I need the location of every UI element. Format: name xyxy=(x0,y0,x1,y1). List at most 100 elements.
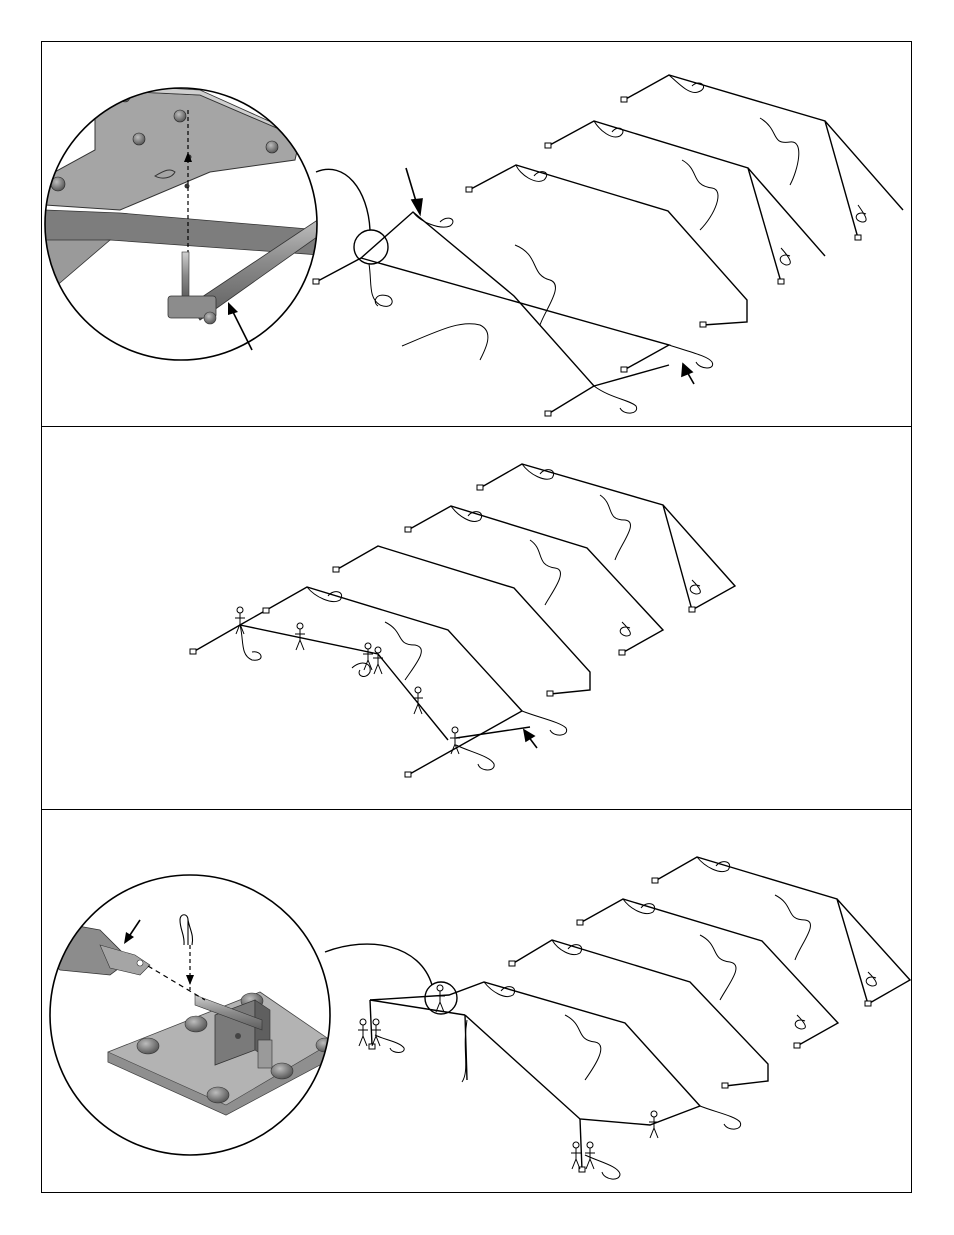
frame-arch-3 xyxy=(580,899,838,1046)
arrow-head xyxy=(524,730,534,741)
tent-frame-3 xyxy=(370,857,910,1170)
bolt-icon xyxy=(266,141,278,153)
frame-arch-4 xyxy=(655,857,910,1004)
callout-arrows-1 xyxy=(406,168,694,384)
base-plate xyxy=(855,235,861,240)
rope-coil xyxy=(669,345,713,368)
guy-ropes-2 xyxy=(240,464,700,770)
bolt-icon xyxy=(207,1087,229,1103)
rope-coil xyxy=(456,745,494,770)
base-plate xyxy=(700,322,706,327)
base-plate xyxy=(333,567,339,572)
rope-wave xyxy=(760,118,799,185)
frame-arch-2 xyxy=(336,546,590,694)
rope-wave xyxy=(530,540,560,605)
rope-wave xyxy=(682,160,718,230)
rope-coil xyxy=(413,212,453,227)
bolt-icon xyxy=(133,133,145,145)
rope-coil xyxy=(623,899,655,914)
rope-wave xyxy=(600,495,630,560)
base-plate xyxy=(313,279,319,284)
guy-ropes-3 xyxy=(375,857,876,1179)
rope-coil xyxy=(795,1015,805,1029)
base-plates-1 xyxy=(313,97,861,416)
frame-arch-1 xyxy=(370,982,700,1125)
base-plate xyxy=(545,143,551,148)
workers xyxy=(235,607,460,754)
panel-2 xyxy=(190,464,735,777)
frame-rail-front xyxy=(240,625,448,740)
detail-view-1 xyxy=(40,85,348,360)
callout-arrows-2 xyxy=(524,730,537,748)
detail-leader-line xyxy=(325,944,432,985)
worker-figure xyxy=(363,643,373,670)
base-plate xyxy=(619,650,625,655)
frame-arch-3 xyxy=(548,121,825,256)
panel-1 xyxy=(40,75,903,416)
base-plate xyxy=(477,485,483,490)
frame-arch-4 xyxy=(480,464,735,610)
base-plate xyxy=(865,1001,871,1006)
base-plate xyxy=(405,527,411,532)
base-plate xyxy=(547,691,553,696)
bolt-icon xyxy=(137,1038,159,1054)
rope-wave xyxy=(515,245,555,325)
base-plate xyxy=(621,97,627,102)
frame-rail-front xyxy=(370,1000,465,1015)
worker-figure xyxy=(358,1019,368,1046)
frame-leg xyxy=(370,1000,372,1045)
rope-wave xyxy=(775,895,810,960)
base-plate xyxy=(621,367,627,372)
base-plate xyxy=(794,1043,800,1048)
locking-pin xyxy=(182,252,189,298)
base-plate xyxy=(190,649,196,654)
tent-frame-2 xyxy=(193,464,735,775)
bolt-icon xyxy=(271,1063,293,1079)
detail-target-circle xyxy=(354,230,388,264)
detail-view-3 xyxy=(40,875,334,1155)
rope-coil xyxy=(522,711,567,735)
base-plate xyxy=(405,772,411,777)
worker-figure xyxy=(435,985,445,1012)
base-plate xyxy=(652,878,658,883)
base-plate xyxy=(466,187,472,192)
guy-ropes-1 xyxy=(369,75,866,413)
rope-coil xyxy=(866,972,876,986)
base-plate xyxy=(545,411,551,416)
bolt-icon xyxy=(174,110,186,122)
rope-wave xyxy=(385,622,421,680)
rope-coil xyxy=(620,622,630,636)
worker-figure xyxy=(571,1142,581,1169)
rope-coil xyxy=(700,1106,741,1129)
base-plate xyxy=(722,1083,728,1088)
pin-hole xyxy=(185,184,190,189)
frame-arch-1 xyxy=(316,212,594,414)
rope-coil xyxy=(856,205,866,222)
frame-arch-3 xyxy=(408,506,663,653)
worker-figure xyxy=(235,607,245,634)
panel-3 xyxy=(40,857,910,1179)
tent-frame-1 xyxy=(316,75,903,414)
rope-coil xyxy=(594,386,637,413)
rope-wave xyxy=(565,1015,601,1080)
frame-leg xyxy=(837,899,868,1004)
rope-wave xyxy=(402,324,488,360)
rope-coil xyxy=(352,663,370,676)
worker-figure xyxy=(373,647,383,674)
base-plate xyxy=(689,607,695,612)
base-plate xyxy=(509,961,515,966)
hinge-tab xyxy=(258,1040,272,1068)
arrow-head xyxy=(682,364,692,376)
rope-coil xyxy=(780,248,790,265)
frame-leg xyxy=(580,1119,582,1170)
base-plate xyxy=(263,608,269,613)
frame-strut xyxy=(456,727,530,738)
frame-rail-front xyxy=(361,258,669,370)
base-plate xyxy=(778,279,784,284)
rope-coil xyxy=(690,580,700,594)
bolt-icon xyxy=(185,1016,207,1032)
workers-3 xyxy=(358,985,659,1169)
detail-leader-line xyxy=(316,169,370,230)
